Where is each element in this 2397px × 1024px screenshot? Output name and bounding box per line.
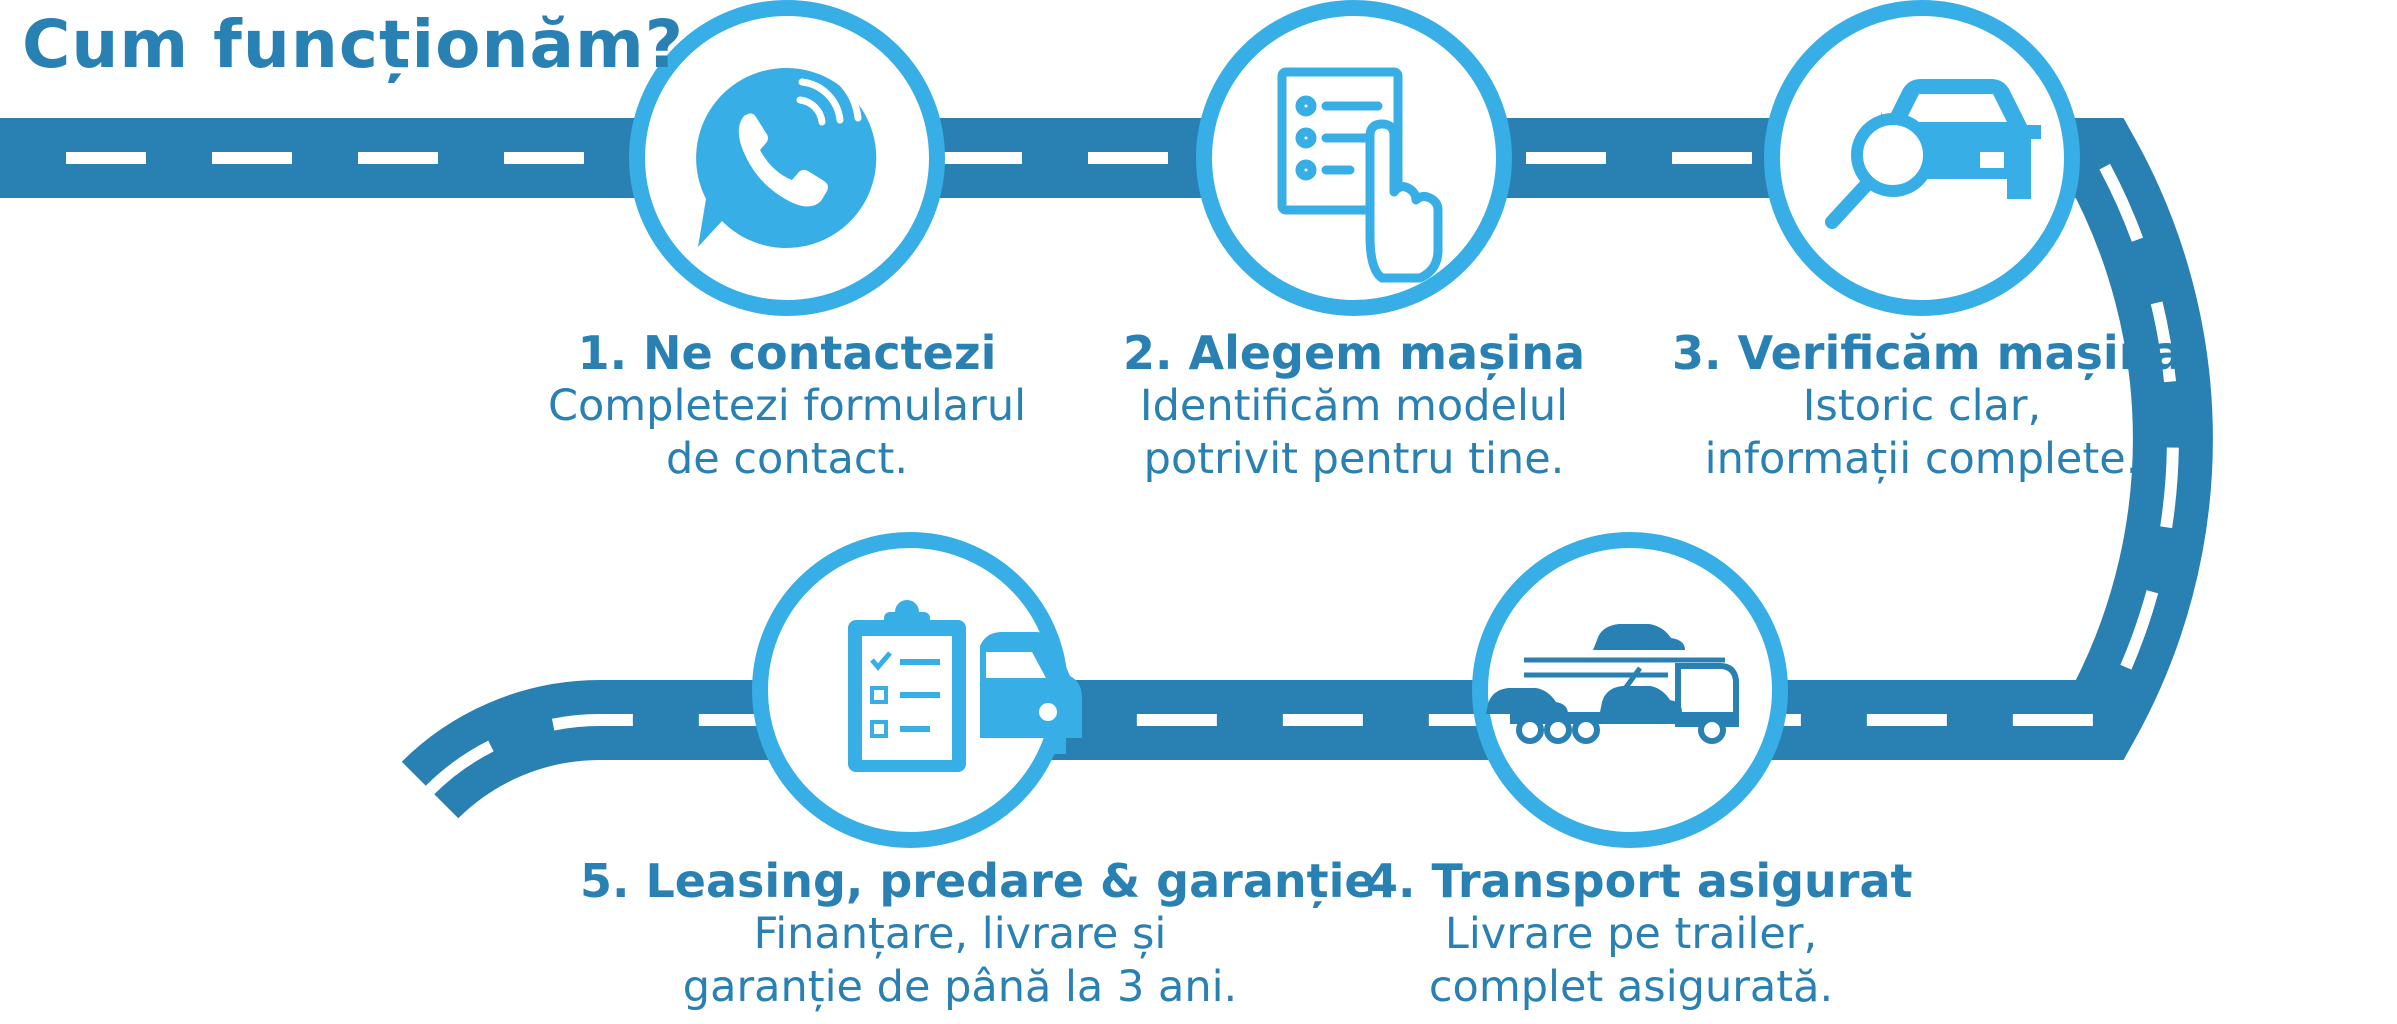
step-4-text: 4. Transport asigurat Livrare pe trailer…: [1366, 854, 1913, 1014]
phone-chat-icon: [696, 60, 877, 248]
step-2-text: 2. Alegem mașina Identificăm modelul pot…: [1104, 326, 1604, 486]
road-dashes: [0, 152, 2179, 795]
step-1-line-2: de contact.: [665, 434, 908, 484]
step-1-badge: [629, 0, 945, 316]
step-3-badge: [1764, 0, 2080, 316]
step-1-text: 1. Ne contactezi Completezi formularul d…: [537, 326, 1037, 486]
clipboard-car-icon: [848, 600, 1082, 772]
step-3-line-2: informații complete.: [1704, 434, 2140, 484]
page-title: Cum funcționăm?: [22, 6, 685, 83]
step-2-line-1: Identificăm modelul: [1139, 381, 1569, 431]
step-3-text: 3. Verificăm mașina Istoric clar, inform…: [1672, 326, 2183, 486]
step-3-heading: 3. Verificăm mașina: [1672, 326, 2183, 380]
car-trailer-icon: [1486, 624, 1739, 744]
step-1-line-1: Completezi formularul: [547, 381, 1027, 431]
step-5-line-2: garanție de până la 3 ani.: [682, 962, 1238, 1012]
step-4-line-1: Livrare pe trailer,: [1444, 909, 1818, 959]
step-4-badge: [1472, 532, 1788, 848]
step-5-line-1: Finanțare, livrare și: [753, 909, 1167, 959]
step-1-heading: 1. Ne contactezi: [577, 326, 997, 380]
car-magnifier-icon: [1825, 79, 2041, 229]
step-5-badge: [752, 532, 1082, 848]
step-2-badge: [1196, 0, 1512, 316]
step-2-line-2: potrivit pentru tine.: [1143, 434, 1565, 484]
checklist-hand-icon: [1277, 67, 1443, 283]
step-5-text: 5. Leasing, predare & garanție Finanțare…: [580, 854, 1376, 1014]
step-4-heading: 4. Transport asigurat: [1366, 854, 1913, 908]
step-4-line-2: complet asigurată.: [1428, 962, 1834, 1012]
step-2-heading: 2. Alegem mașina: [1122, 326, 1586, 380]
step-5-heading: 5. Leasing, predare & garanție: [580, 854, 1376, 908]
step-3-line-1: Istoric clar,: [1802, 381, 2042, 431]
